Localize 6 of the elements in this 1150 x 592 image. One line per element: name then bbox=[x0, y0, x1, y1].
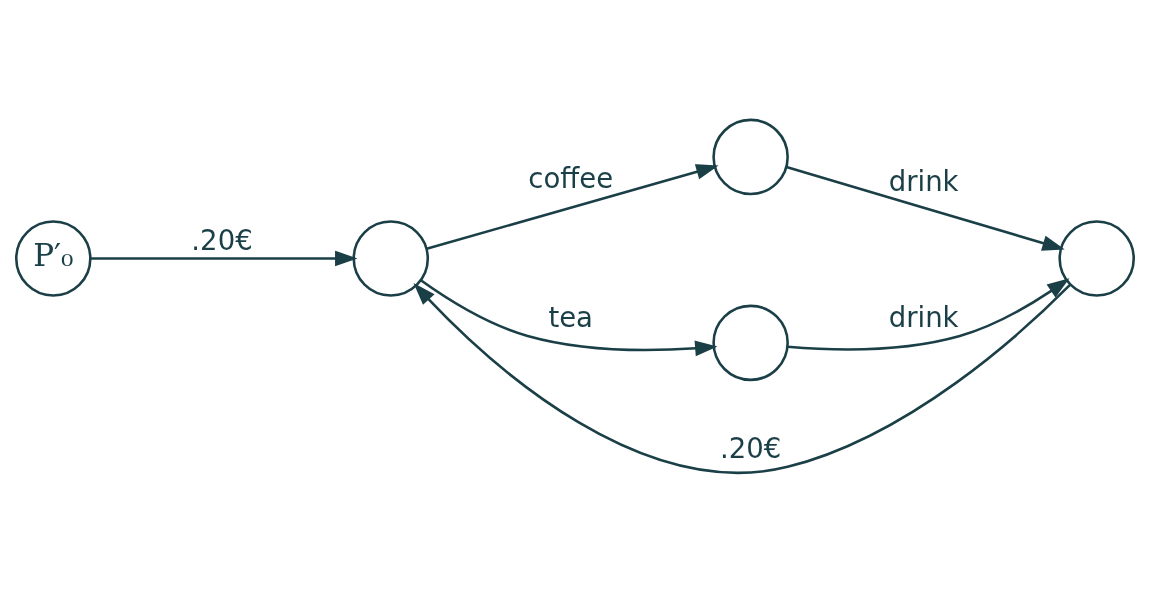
edge-label: .20€ bbox=[191, 223, 253, 256]
edge-label: tea bbox=[548, 300, 593, 333]
edge-label: coffee bbox=[528, 161, 614, 194]
edge-label: .20€ bbox=[719, 431, 782, 464]
edge-label: drink bbox=[888, 300, 959, 333]
edge-label: drink bbox=[888, 164, 959, 197]
